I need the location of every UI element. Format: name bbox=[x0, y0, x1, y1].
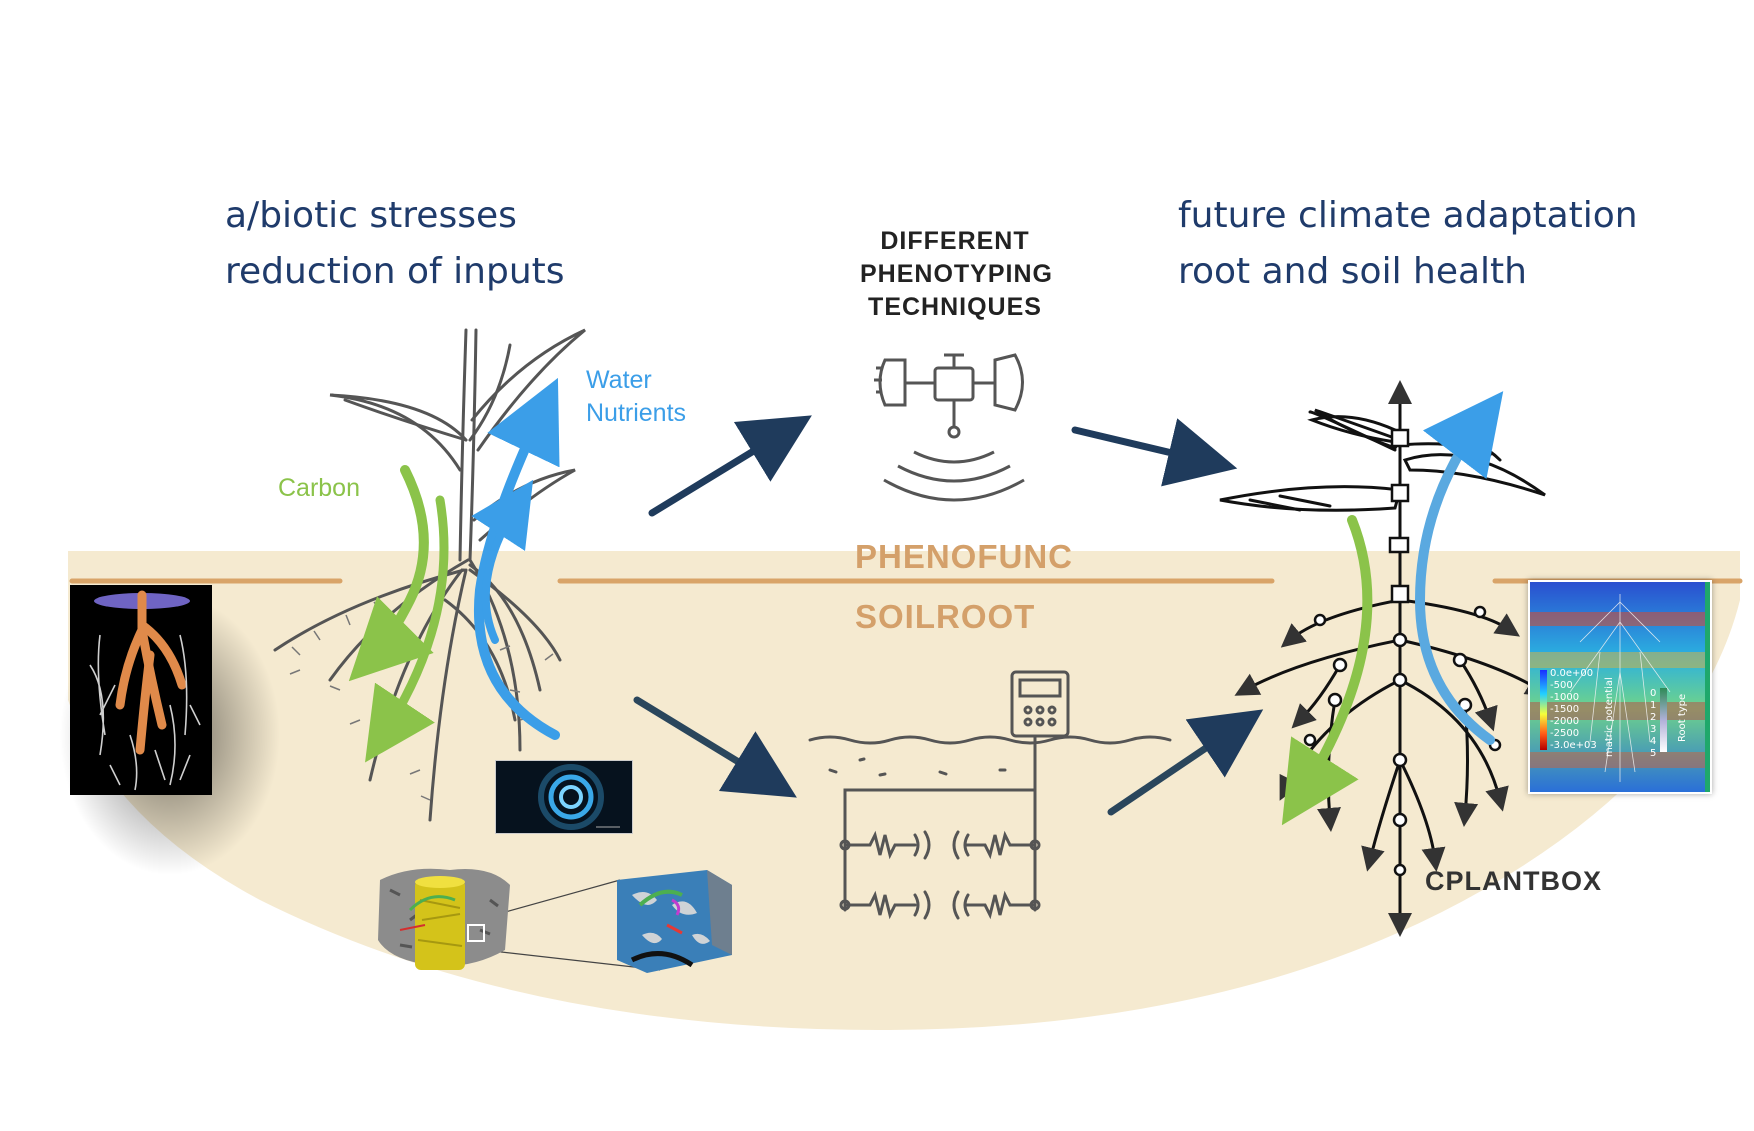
scale-tick-5: -2500 bbox=[1550, 728, 1579, 739]
satellite-icon bbox=[874, 353, 1025, 502]
scale-tick-0: 0.0e+00 bbox=[1550, 668, 1593, 679]
scale-tick-2: -1000 bbox=[1550, 692, 1579, 703]
cplantbox-label: CPLANTBOX bbox=[1425, 866, 1602, 896]
root-cross-section-image bbox=[495, 760, 633, 834]
root-type-scale: 0 1 2 3 4 5 Root type bbox=[1650, 688, 1688, 759]
caption-left: a/biotic stresses reduction of inputs bbox=[225, 188, 565, 300]
root-scan-graphic bbox=[89, 590, 201, 791]
caption-left-line1: a/biotic stresses bbox=[225, 195, 517, 236]
phenotyping-line2: PHENOTYPING bbox=[860, 260, 1053, 288]
caption-left-line2: reduction of inputs bbox=[225, 251, 565, 292]
soil-core-image bbox=[370, 860, 520, 975]
carbon-label: Carbon bbox=[278, 474, 360, 502]
water-arrow-1 bbox=[474, 377, 560, 740]
root-type-2: 2 bbox=[1650, 712, 1656, 723]
scale-tick-4: -2000 bbox=[1550, 716, 1579, 727]
root-type-4: 4 bbox=[1650, 736, 1656, 747]
water-arrow-3 bbox=[1414, 391, 1504, 745]
cross-section-graphic bbox=[538, 764, 620, 830]
water-arrow-2 bbox=[471, 479, 534, 644]
carbon-arrow-3 bbox=[1281, 515, 1373, 826]
root-type-title: Root type bbox=[1677, 694, 1688, 742]
caption-right: future climate adaptation root and soil … bbox=[1178, 188, 1638, 300]
root-type-3: 3 bbox=[1650, 724, 1656, 735]
scale-tick-6: -3.0e+03 bbox=[1550, 740, 1597, 751]
root-type-1: 1 bbox=[1650, 700, 1656, 711]
phenotyping-line3: TECHNIQUES bbox=[868, 293, 1042, 321]
matric-potential-scale: 0.0e+00 -500 -1000 -1500 -2000 -2500 -3.… bbox=[1550, 668, 1615, 757]
cplantbox-simulation-image: 0.0e+00 -500 -1000 -1500 -2000 -2500 -3.… bbox=[1528, 580, 1712, 794]
arrow-to-sensors bbox=[633, 696, 797, 798]
arrow-to-phenotyping bbox=[648, 415, 812, 517]
phenofunc-label: PHENOFUNC bbox=[855, 538, 1074, 575]
carbon-arrow-2 bbox=[365, 495, 449, 763]
phenotyping-title: DIFFERENT PHENOTYPING TECHNIQUES bbox=[860, 225, 1053, 324]
simulation-graphic: 0.0e+00 -500 -1000 -1500 -2000 -2500 -3.… bbox=[1530, 582, 1710, 792]
caption-right-line2: root and soil health bbox=[1178, 251, 1527, 292]
water-label: Water bbox=[586, 366, 652, 394]
soil-sensor-sketch bbox=[808, 670, 1172, 920]
root-type-5: 5 bbox=[1650, 748, 1656, 759]
nutrients-label: Nutrients bbox=[586, 399, 687, 427]
root-scan-image bbox=[70, 585, 212, 795]
water-nutrients-label: Water Nutrients bbox=[586, 364, 686, 430]
matric-potential-title: matric potential bbox=[1604, 677, 1615, 757]
phenotyping-line1: DIFFERENT bbox=[880, 227, 1030, 255]
caption-right-line1: future climate adaptation bbox=[1178, 195, 1638, 236]
soil-pore-cube-image bbox=[612, 865, 740, 975]
root-type-0: 0 bbox=[1650, 688, 1656, 699]
arrow-sensors-to-model bbox=[1107, 709, 1264, 816]
soilroot-label: SOILROOT bbox=[855, 598, 1036, 635]
scale-tick-1: -500 bbox=[1550, 680, 1573, 691]
soil-cube-graphic bbox=[617, 870, 732, 973]
carbon-arrow-1 bbox=[348, 465, 434, 682]
scale-tick-3: -1500 bbox=[1550, 704, 1579, 715]
soil-core-graphic bbox=[378, 868, 510, 970]
arrow-to-model bbox=[1071, 418, 1238, 487]
